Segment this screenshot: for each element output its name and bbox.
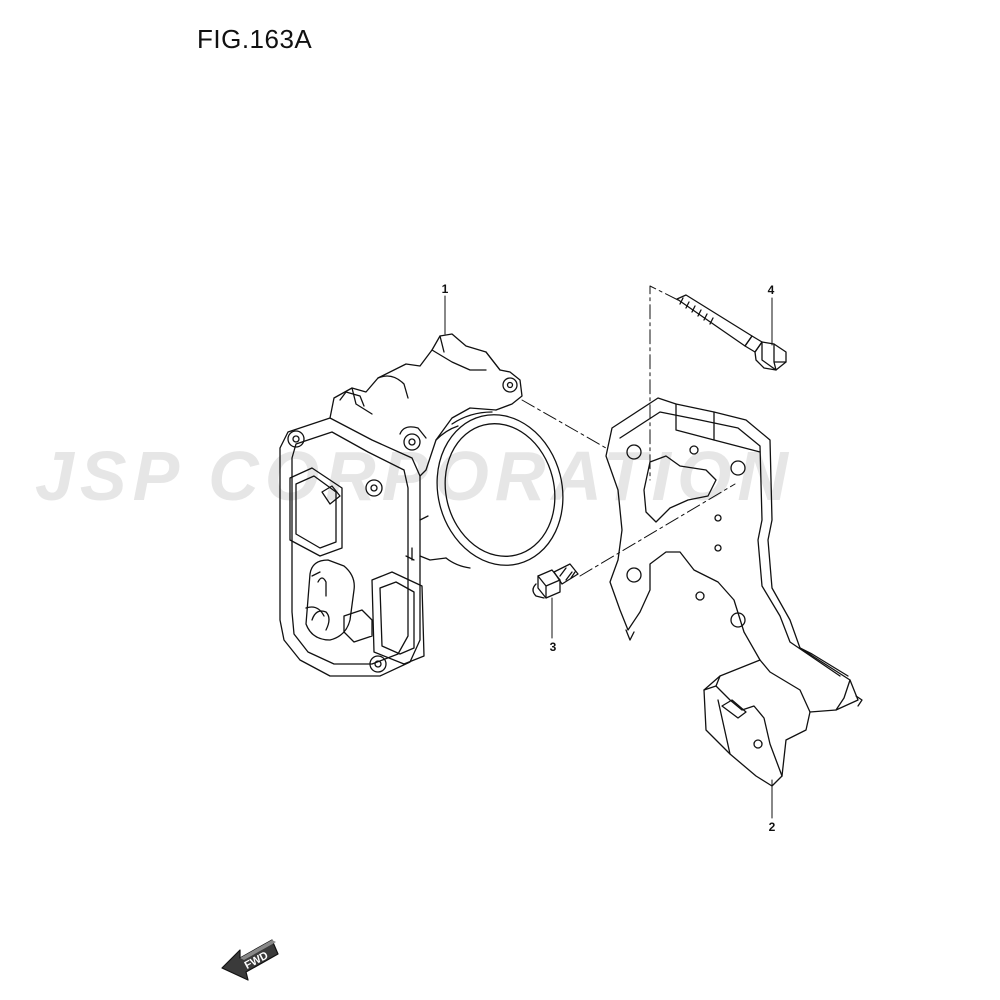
figure-title: FIG.163A: [197, 24, 313, 54]
callout-1-throttle-body: 1: [441, 282, 449, 296]
long-bolt-part: [676, 294, 787, 371]
callout-3-small-bolt: 3: [549, 640, 557, 654]
callout-2-bracket: 2: [768, 820, 776, 834]
alignment-lines: [521, 285, 736, 577]
fwd-direction-arrow[interactable]: FWD: [221, 939, 279, 981]
throttle-body-part: [279, 333, 564, 677]
fwd-label: FWD: [243, 950, 271, 972]
bracket-part: [605, 397, 863, 787]
small-bolt-part: [532, 563, 579, 599]
leader-lines: [444, 295, 773, 819]
callout-4-long-bolt: 4: [767, 283, 775, 297]
